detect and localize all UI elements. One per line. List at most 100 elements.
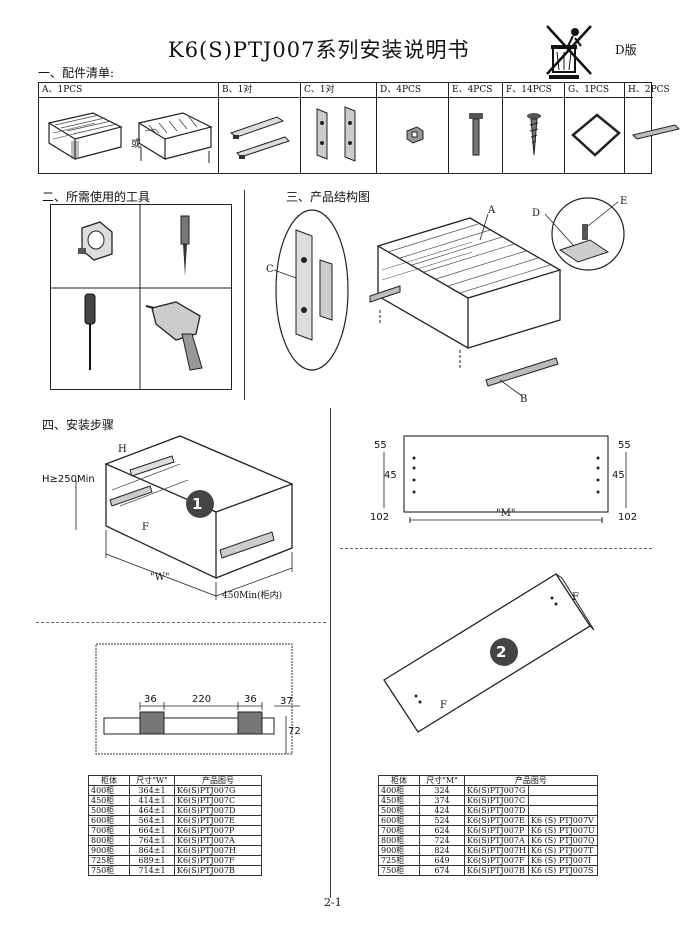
basket-alt-icon: [137, 112, 213, 163]
part-a-cell: A、1PCS 或: [39, 83, 219, 173]
table-header-cell: 尺寸"W": [129, 775, 175, 786]
table-header-row: 柜体尺寸"M"产品图号: [378, 775, 598, 786]
table-cell: 649: [419, 855, 465, 866]
table-cell: 725柜: [378, 855, 420, 866]
drawer-front-diagram: [383, 435, 627, 523]
page-number: 2-1: [324, 896, 342, 909]
section-tools-title: 二、所需使用的工具: [42, 190, 151, 204]
table-cell: K6 (S) PTJ007S: [527, 865, 598, 876]
table-cell: 900柜: [378, 845, 420, 856]
table-cell: K6(S)PTJ007H: [174, 845, 262, 856]
table-header-cell: 柜体: [378, 775, 420, 786]
table-cell: K6(S)PTJ007G: [174, 785, 262, 796]
table-cell: 700柜: [88, 825, 130, 836]
table-cell: 424: [419, 805, 465, 816]
structure-diagram: [273, 197, 625, 397]
version-label: D版: [615, 43, 637, 57]
table-cell: 464±1: [129, 805, 175, 816]
table-cell: 624: [419, 825, 465, 836]
divider-vertical-bottom: [330, 408, 331, 898]
table-cell: 600柜: [378, 815, 420, 826]
table-cell: K6(S)PTJ007C: [464, 795, 529, 806]
screwdriver-icon: [84, 293, 96, 370]
table-cell: K6(S)PTJ007D: [174, 805, 262, 816]
bolt-icon: [469, 113, 483, 156]
step2-panel-diagram: [383, 573, 595, 733]
part-h-label: H、2PCS: [625, 83, 670, 98]
part-f-cell: F、14PCS: [503, 83, 565, 173]
drill-icon: [145, 301, 203, 371]
part-g-label: G、1PCS: [565, 83, 624, 98]
label-e: E: [620, 196, 628, 207]
dim-102-left: 102: [370, 512, 390, 523]
rail-dim-36b: 36: [244, 694, 257, 705]
table-cell: 414±1: [129, 795, 175, 806]
frame-icon: [571, 113, 621, 157]
rail-dim-36a: 36: [144, 694, 157, 705]
part-a-label: A、1PCS: [39, 83, 218, 98]
table-cell: K6(S)PTJ007A: [464, 835, 529, 846]
table-cell: 750柜: [88, 865, 130, 876]
table-cell: [527, 795, 598, 806]
part-d-label: D、4PCS: [377, 83, 448, 98]
part-b-label: B、1对: [219, 83, 300, 98]
table-cell: 374: [419, 795, 465, 806]
recycle-bin-icon: [546, 25, 592, 79]
table-header-cell: 产品图号: [464, 775, 598, 786]
table-cell: K6 (S) PTJ007T: [527, 845, 598, 856]
label-c: C: [266, 264, 274, 275]
table-cell: 689±1: [129, 855, 175, 866]
table-cell: K6(S)PTJ007H: [464, 845, 529, 856]
bracket-icon: [316, 106, 356, 162]
table-cell: K6 (S) PTJ007U: [527, 825, 598, 836]
part-a-or: 或: [131, 139, 141, 150]
rail-dim-72: 72: [288, 726, 301, 737]
table-cell: K6(S)PTJ007B: [464, 865, 529, 876]
rail-dim-37: 37: [280, 696, 293, 707]
label-d: D: [532, 208, 541, 219]
table-cell: 714±1: [129, 865, 175, 876]
step1-width-label: "W": [150, 572, 170, 583]
part-d-cell: D、4PCS: [377, 83, 449, 173]
table-cell: 864±1: [129, 845, 175, 856]
label-a: A: [488, 205, 496, 216]
step1-h-label: H: [118, 444, 127, 455]
rail-dim-220: 220: [192, 694, 212, 705]
section-structure-title: 三、产品结构图: [286, 190, 371, 204]
table-cell: 500柜: [88, 805, 130, 816]
step1-cabinet-diagram: [75, 435, 294, 600]
table-cell: K6(S)PTJ007E: [174, 815, 262, 826]
step1-height-label: H≥250Min: [42, 474, 95, 485]
table-header-cell: 产品图号: [174, 775, 262, 786]
table-cell: 724: [419, 835, 465, 846]
step2-f-top: F: [572, 592, 579, 603]
clip-icon: [406, 126, 424, 144]
awl-icon: [180, 215, 190, 276]
table-cell: K6 (S) PTJ007I: [527, 855, 598, 866]
basket-icon: [47, 112, 123, 161]
table-cell: 750柜: [378, 865, 420, 876]
part-g-cell: G、1PCS: [565, 83, 625, 173]
table-cell: K6(S)PTJ007F: [464, 855, 529, 866]
slide-rail-icon: [229, 116, 290, 159]
table-cell: 900柜: [88, 845, 130, 856]
part-h-cell: H、2PCS: [625, 83, 680, 173]
table-cell: 324: [419, 785, 465, 796]
table-cell: 764±1: [129, 835, 175, 846]
table-cell: K6(S)PTJ007P: [464, 825, 529, 836]
table-cell: 800柜: [88, 835, 130, 846]
table-cell: [527, 805, 598, 816]
table-header-cell: 柜体: [88, 775, 130, 786]
